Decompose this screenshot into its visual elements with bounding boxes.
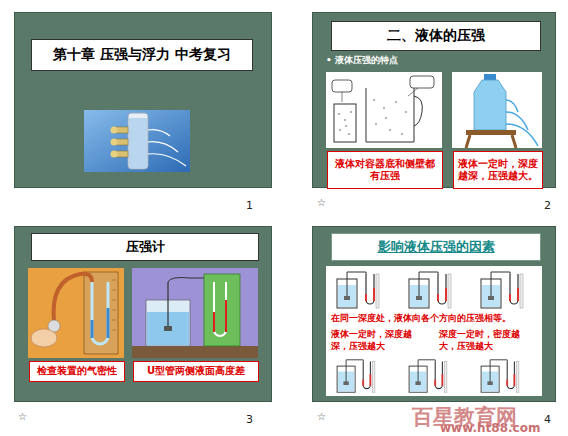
cylinder-picture <box>84 110 190 172</box>
box-text: 液体对容器底和侧壁都有压强 <box>331 158 439 183</box>
slide-frame: 4影响液体压强的因素在同一深度处，液体向各个方向的压强相等。液体一定时，深度越深… <box>312 226 556 402</box>
slide-frame: 1第十章 压强与浮力 中考复习 <box>14 12 272 188</box>
bottle-picture <box>452 72 542 148</box>
slide-number: 1 <box>246 199 253 212</box>
box-text: U型管两侧液面高度差 <box>147 365 245 378</box>
experiment-panel: 在同一深度处，液体向各个方向的压强相等。液体一定时，深度越深，压强越大深度一定时… <box>327 267 543 397</box>
star-mark: ☆ <box>18 411 27 422</box>
box-text: 压强计 <box>126 238 165 256</box>
slide-ground <box>312 226 556 402</box>
caption-box: 液体对容器底和侧壁都有压强 <box>327 151 443 189</box>
container-picture <box>326 72 442 148</box>
slide-number: 2 <box>544 199 551 212</box>
box-text: 二、液体的压强 <box>387 27 485 45</box>
slide-number: 3 <box>246 413 253 426</box>
title-box: 第十章 压强与浮力 中考复习 <box>31 39 253 71</box>
slide-number: 4 <box>544 413 551 426</box>
finding-text: 液体一定时，深度越深，压强越大 <box>331 329 423 352</box>
box-text: 检查装置的气密性 <box>37 365 117 378</box>
finding-text: 深度一定时，密度越大，压强越大 <box>439 329 537 352</box>
slide-ground <box>14 12 272 188</box>
factor-experiments-picture <box>326 266 542 396</box>
star-mark: ☆ <box>317 197 326 208</box>
box-text: 影响液体压强的因素 <box>378 238 495 256</box>
slide-ground <box>312 12 556 188</box>
slide-frame: 3压强计检查装置的气密性U型管两侧液面高度差 <box>14 226 272 402</box>
title-box: 影响液体压强的因素 <box>331 233 541 261</box>
box-text: 液体一定时，深度越深，压强越大。 <box>457 158 539 183</box>
box-text: 第十章 压强与浮力 中考复习 <box>53 46 231 64</box>
title-box: 二、液体的压强 <box>331 21 541 51</box>
u-tube-picture <box>132 268 258 358</box>
finding-text: 在同一深度处，液体向各个方向的压强相等。 <box>331 313 539 325</box>
caption-box: U型管两侧液面高度差 <box>133 361 259 382</box>
bullet-heading: • 液体压强的特点 <box>326 54 398 67</box>
caption-box: 检查装置的气密性 <box>29 361 125 382</box>
slide-ground <box>14 226 272 402</box>
watermark-url: www.ht88.com <box>440 421 540 435</box>
star-mark: ☆ <box>317 411 326 422</box>
slide-frame: 2二、液体的压强液体对容器底和侧壁都有压强液体一定时，深度越深，压强越大。 <box>312 12 556 188</box>
title-box: 压强计 <box>31 233 259 261</box>
caption-box: 液体一定时，深度越深，压强越大。 <box>453 151 543 189</box>
airtight-check-picture <box>28 268 124 358</box>
